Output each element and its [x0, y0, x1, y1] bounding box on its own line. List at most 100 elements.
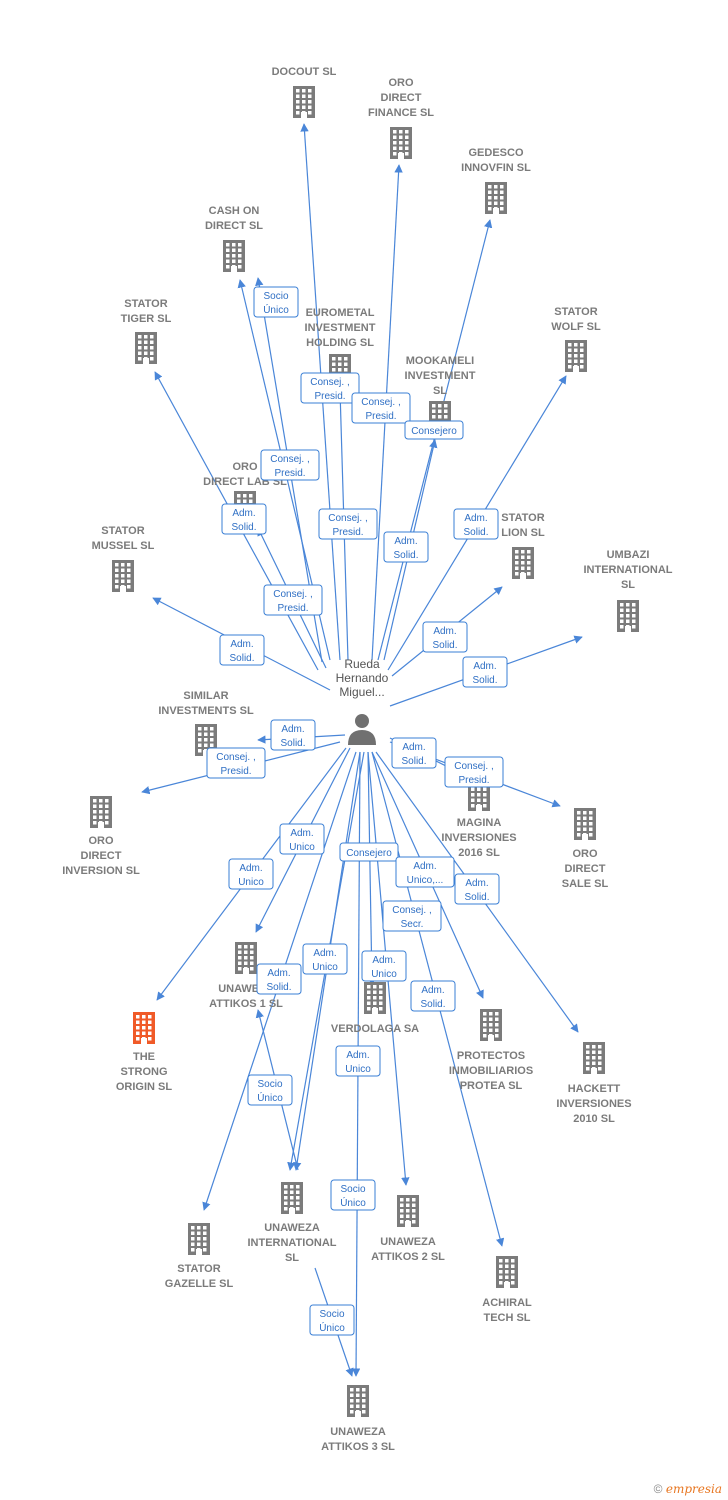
- company-node-verdolaga[interactable]: VERDOLAGA SA: [331, 982, 419, 1035]
- edge-label-oro-lab: Consej. ,Presid.: [260, 449, 320, 481]
- company-label: ORIGIN SL: [116, 1081, 173, 1093]
- edge-label-text: Adm.: [267, 968, 290, 979]
- company-label: STATOR: [554, 306, 597, 318]
- company-label: CASH ON: [209, 205, 260, 217]
- edge-label-text: Adm.: [413, 861, 436, 872]
- edge-label-text: Único: [319, 1321, 345, 1334]
- company-label: MOOKAMELI: [406, 355, 474, 367]
- company-label: VERDOLAGA SA: [331, 1023, 419, 1035]
- edge-label-text: Adm.: [290, 828, 313, 839]
- edge-label-oro-sale: Consej. ,Presid.: [444, 756, 504, 788]
- edge-label-stator-lion: Adm.Solid.: [422, 621, 468, 653]
- company-label: HACKETT: [568, 1083, 621, 1095]
- center-person-node[interactable]: RuedaHernandoMiguel...: [336, 657, 389, 745]
- footer: © empresia: [654, 1482, 722, 1496]
- edge-label-text: Socio: [257, 1079, 282, 1090]
- edge-label-text: Solid.: [464, 892, 489, 903]
- edge-label-umbazi: Adm.Solid.: [462, 656, 508, 688]
- company-label: ATTIKOS 2 SL: [371, 1251, 445, 1263]
- edge-label-attikos2: Adm. Unico: [361, 950, 407, 982]
- edge-label-text: Adm.: [346, 1050, 369, 1061]
- company-node-gedesco[interactable]: GEDESCO INNOVFIN SL: [461, 147, 531, 214]
- edge-label-text: Unico: [238, 877, 264, 888]
- company-label: STRONG: [120, 1066, 167, 1078]
- company-label: 2016 SL: [458, 847, 500, 859]
- edge-label-text: Adm.: [281, 724, 304, 735]
- edge-label-text: Unico: [345, 1064, 371, 1075]
- building-icon: [293, 86, 315, 118]
- edge-label-protea: Adm. Unico,...: [395, 856, 455, 888]
- edge-label-text: Único: [263, 303, 289, 316]
- edge-label-text: Adm.: [421, 985, 444, 996]
- building-icon: [112, 560, 134, 592]
- company-label: INVERSIONES: [441, 832, 516, 844]
- building-icon: [583, 1042, 605, 1074]
- company-label: DIRECT: [565, 863, 606, 875]
- brand-logo[interactable]: empresia: [665, 1482, 722, 1496]
- edge-label-text: Adm.: [473, 661, 496, 672]
- company-label: UNAWEZA: [264, 1222, 320, 1234]
- company-label: MUSSEL SL: [92, 540, 155, 552]
- company-label: INMOBILIARIOS: [449, 1065, 533, 1077]
- building-icon: [223, 240, 245, 272]
- edge-label-magina: Adm.Solid.: [391, 737, 437, 769]
- edge-label-text: Socio: [263, 291, 288, 302]
- person-name-line: Rueda: [344, 657, 380, 671]
- building-icon: [347, 1385, 369, 1417]
- edge-label-stator-mussel: Adm.Solid.: [219, 634, 265, 666]
- edge-label-attikos1: Adm. Unico: [279, 823, 325, 855]
- building-icon: [574, 808, 596, 840]
- company-label: GEDESCO: [468, 147, 523, 159]
- edge-label-text: Unico: [371, 969, 397, 980]
- building-icon: [496, 1256, 518, 1288]
- company-label: INNOVFIN SL: [461, 162, 531, 174]
- building-icon: [390, 127, 412, 159]
- edge-label-text: Solid.: [231, 522, 256, 533]
- company-label: PROTECTOS: [457, 1050, 525, 1062]
- company-label: STATOR: [124, 298, 167, 310]
- edge-label-text: Adm.: [239, 863, 262, 874]
- company-node-docout[interactable]: DOCOUT SL: [272, 66, 337, 118]
- edge-label-text: Solid.: [463, 527, 488, 538]
- edge-label-oro-inversion: Consej. , Presid.: [206, 747, 266, 779]
- edge-label-text: Adm.: [372, 955, 395, 966]
- company-label: INVESTMENT: [305, 322, 376, 334]
- edge-label-text: Unico,...: [407, 875, 444, 886]
- edge-label-text: Unico: [289, 842, 315, 853]
- building-icon: [133, 1012, 155, 1044]
- person-name-line: Miguel...: [339, 685, 384, 699]
- edge-label-stator-tiger: Adm.Solid.: [221, 503, 267, 535]
- edge-label-text: Solid.: [280, 738, 305, 749]
- edge-label-text: Solid.: [420, 999, 445, 1010]
- company-label: INVESTMENT: [405, 370, 476, 382]
- company-label: INVERSION SL: [62, 865, 140, 877]
- company-label: LION SL: [501, 527, 545, 539]
- company-label: SL: [621, 579, 635, 591]
- edge-line: [367, 751, 377, 986]
- edge-label-text: Presid.: [220, 766, 251, 777]
- edge-label-text: Presid.: [365, 411, 396, 422]
- edge-label-text: Consej. ,: [216, 752, 255, 763]
